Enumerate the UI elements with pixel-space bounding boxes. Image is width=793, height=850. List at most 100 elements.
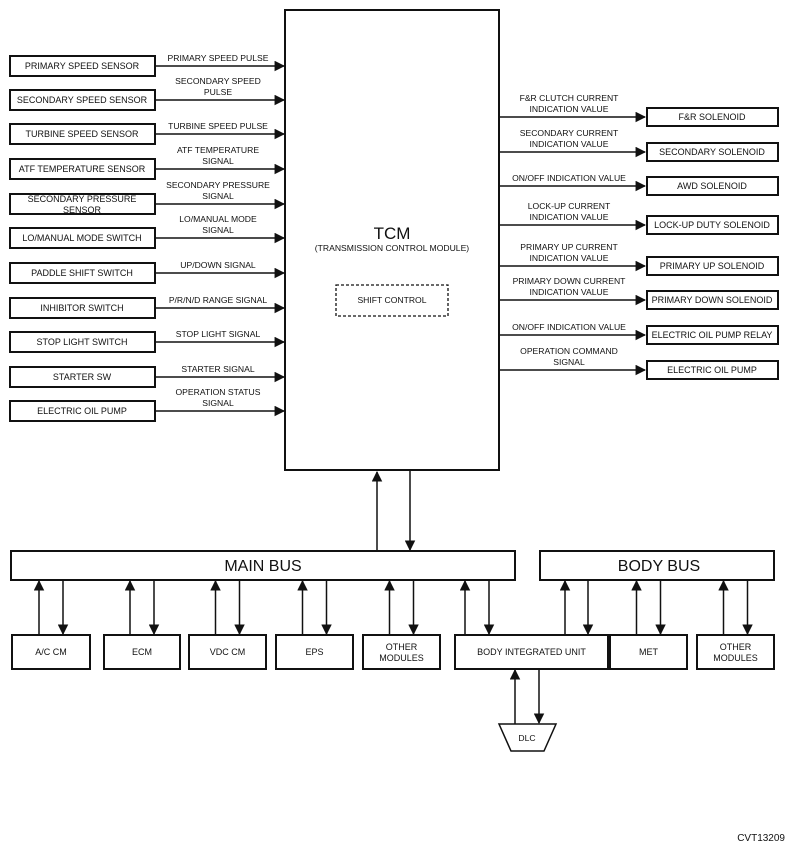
module-label: ECM [132,647,152,657]
input-row: INHIBITOR SWITCH P/R/N/D RANGE SIGNAL [9,295,286,319]
sensor-label: ATF TEMPERATURE SENSOR [19,164,146,174]
module-label: A/C CM [35,647,67,657]
signal-label: PRIMARY DOWN CURRENT [513,276,627,286]
actuator-label: ELECTRIC OIL PUMP RELAY [652,330,773,340]
signal-label: STARTER SIGNAL [181,364,254,374]
sensor-label: TURBINE SPEED SENSOR [25,129,139,139]
actuator-box [646,325,779,345]
actuator-label: AWD SOLENOID [677,181,747,191]
signal-label: ON/OFF INDICATION VALUE [512,173,626,183]
sensor-label: SENSOR [63,205,102,215]
module-label: MET [639,647,659,657]
main-bus-label: MAIN BUS [224,558,301,575]
actuator-box [646,215,779,235]
sensor-label: ELECTRIC OIL PUMP [37,406,127,416]
tcm-subtitle: (TRANSMISSION CONTROL MODULE) [315,243,470,253]
signal-label: PRIMARY UP CURRENT [520,242,618,252]
module-box [103,634,181,670]
module-block: BODY INTEGRATED UNIT [454,579,609,670]
module-label: EPS [305,647,323,657]
module-box [188,634,267,670]
output-row: ON/OFF INDICATION VALUE ELECTRIC OIL PUMP… [500,322,779,345]
module-label: BODY INTEGRATED UNIT [477,647,586,657]
actuator-label: PRIMARY UP SOLENOID [660,261,765,271]
signal-label: F&R CLUTCH CURRENT [520,93,620,103]
tcm-bus-link [371,470,416,552]
sensor-label: INHIBITOR SWITCH [40,303,123,313]
signal-label: SIGNAL [202,225,234,235]
actuator-box [646,176,779,196]
module-box [609,634,688,670]
signal-label: OPERATION COMMAND [520,346,618,356]
sensor-label: STOP LIGHT SWITCH [36,337,127,347]
dlc-connector: DLC [497,668,558,752]
tcm-block: TCM (TRANSMISSION CONTROL MODULE) SHIFT … [284,9,500,471]
signal-label: ON/OFF INDICATION VALUE [512,322,626,332]
actuator-box [646,142,779,162]
actuator-label: ELECTRIC OIL PUMP [667,365,757,375]
output-actuators: F&R CLUTCH CURRENT INDICATION VALUE F&R SO… [500,93,779,380]
actuator-box [646,107,779,127]
signal-label: INDICATION VALUE [530,212,609,222]
actuator-label: SECONDARY SOLENOID [659,147,765,157]
signal-label: ATF TEMPERATURE [177,145,259,155]
module-block: EPS [275,579,354,670]
module-block: VDC CM [188,579,267,670]
module-box [696,634,775,670]
module-box [275,634,354,670]
shift-control-label: SHIFT CONTROL [357,295,426,305]
module-label: MODULES [713,653,758,663]
module-box [454,634,609,670]
dlc-label: DLC [518,733,535,743]
actuator-label: LOCK-UP DUTY SOLENOID [654,220,770,230]
module-label: MODULES [379,653,424,663]
signal-label: STOP LIGHT SIGNAL [176,329,261,339]
actuator-box [646,256,779,276]
output-row: ON/OFF INDICATION VALUE AWD SOLENOID [500,173,779,196]
module-block: A/C CM [11,579,91,670]
tcm-title: TCM [374,224,411,243]
module-label: OTHER [386,642,418,652]
module-label: VDC CM [210,647,246,657]
body-bus: BODY BUS [539,550,775,581]
signal-label: SECONDARY CURRENT [520,128,619,138]
body-bus-label: BODY BUS [618,558,700,575]
signal-label: SECONDARY PRESSURE [166,180,270,190]
module-box [11,634,91,670]
signal-label: INDICATION VALUE [530,287,609,297]
actuator-box [646,290,779,310]
main-bus: MAIN BUS [10,550,516,581]
signal-label: SECONDARY SPEED [175,76,261,86]
module-label: OTHER [720,642,752,652]
signal-label: TURBINE SPEED PULSE [168,121,268,131]
signal-label: INDICATION VALUE [530,139,609,149]
sensor-label: PRIMARY SPEED SENSOR [25,61,140,71]
shift-control-block [335,284,449,317]
signal-label: SIGNAL [202,398,234,408]
actuator-label: F&R SOLENOID [678,112,746,122]
actuator-box [646,360,779,380]
signal-label: INDICATION VALUE [530,253,609,263]
sensor-label: PADDLE SHIFT SWITCH [31,268,133,278]
actuator-label: PRIMARY DOWN SOLENOID [652,295,773,305]
signal-label: P/R/N/D RANGE SIGNAL [169,295,268,305]
signal-label: SIGNAL [202,191,234,201]
input-row: STOP LIGHT SWITCH STOP LIGHT SIGNAL [9,329,286,353]
signal-label: PULSE [204,87,232,97]
